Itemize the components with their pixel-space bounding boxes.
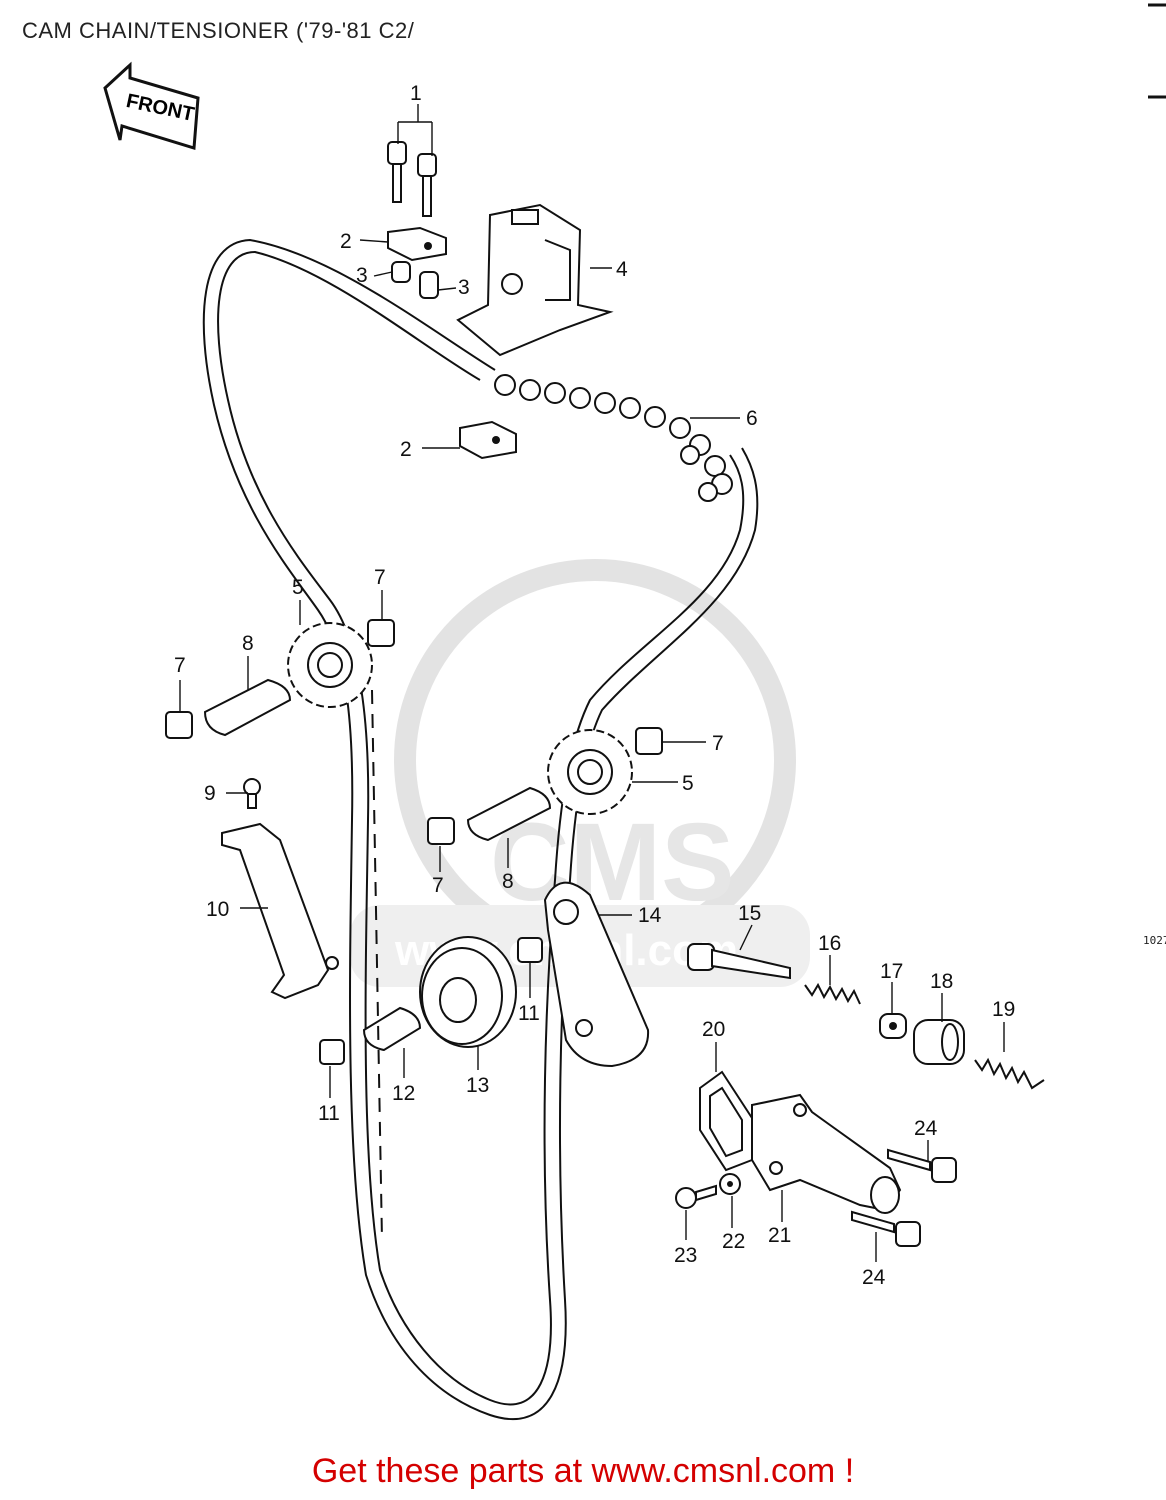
callout-numbers: 1 2 2 3 3 4 5 5 6 7 7 7 7 8 8 9 10 11 11…	[174, 82, 1015, 1289]
front-arrow-icon: FRONT	[103, 61, 200, 150]
cam-chain-loop	[202, 238, 759, 1421]
callout-4: 4	[616, 258, 628, 281]
tensioner-arm	[543, 881, 650, 1068]
tensioner-housing	[751, 1093, 902, 1214]
callout-14: 14	[638, 904, 662, 927]
callout-8: 8	[242, 632, 254, 655]
callout-3: 3	[356, 264, 368, 287]
callout-24: 24	[862, 1266, 886, 1289]
diagram-title: CAM CHAIN/TENSIONER ('79-'81 C2/	[22, 18, 415, 43]
callout-23: 23	[674, 1244, 697, 1267]
callout-21: 21	[768, 1224, 791, 1247]
callout-1: 1	[410, 82, 422, 105]
callout-16: 16	[818, 932, 841, 955]
guide-arm	[221, 778, 339, 1000]
callout-18: 18	[930, 970, 953, 993]
callout-6: 6	[746, 407, 758, 430]
sprocket-upper	[287, 622, 373, 708]
callout-20: 20	[702, 1018, 725, 1041]
bolt-23	[675, 1184, 717, 1209]
diagram-code: 1027	[1143, 934, 1166, 947]
callout-8: 8	[502, 870, 514, 893]
spring-16	[804, 982, 861, 1005]
bolt-24-upper	[887, 1148, 957, 1183]
callout-17: 17	[880, 960, 903, 983]
watermark-logo-text: CMS	[490, 801, 734, 924]
callout-19: 19	[992, 998, 1015, 1021]
sleeve-18	[913, 1019, 965, 1065]
guide-roller	[419, 936, 517, 1048]
bolt-24-lower	[851, 1210, 921, 1247]
callout-24: 24	[914, 1117, 938, 1140]
tensioner-pushrod	[687, 943, 791, 980]
bolt-pair	[387, 141, 437, 217]
callout-2: 2	[400, 438, 412, 461]
upper-bracket	[456, 203, 614, 357]
callout-3: 3	[458, 276, 470, 299]
callout-9: 9	[204, 782, 216, 805]
spring-19	[974, 1057, 1045, 1090]
callout-7: 7	[432, 874, 444, 897]
gasket	[699, 1070, 753, 1172]
leader-lines	[179, 104, 1005, 1262]
callout-12: 12	[392, 1082, 415, 1105]
collar-17	[879, 1013, 907, 1039]
callout-22: 22	[722, 1230, 745, 1253]
callout-7: 7	[712, 732, 724, 755]
centerline	[371, 689, 383, 1241]
callout-13: 13	[466, 1074, 489, 1097]
callout-5: 5	[682, 772, 694, 795]
callout-7: 7	[374, 566, 386, 589]
callout-11: 11	[318, 1102, 340, 1125]
callout-2: 2	[340, 230, 352, 253]
footer-promo-text[interactable]: Get these parts at www.cmsnl.com !	[311, 1452, 855, 1490]
callout-11: 11	[518, 1002, 540, 1025]
callout-5: 5	[292, 576, 304, 599]
callout-7: 7	[174, 654, 186, 677]
callout-10: 10	[206, 898, 229, 921]
washer-22	[719, 1173, 741, 1195]
callout-15: 15	[738, 902, 761, 925]
roller-chain-section	[494, 374, 733, 502]
rubber-blocks	[165, 619, 663, 845]
sprocket-lower	[547, 729, 633, 815]
